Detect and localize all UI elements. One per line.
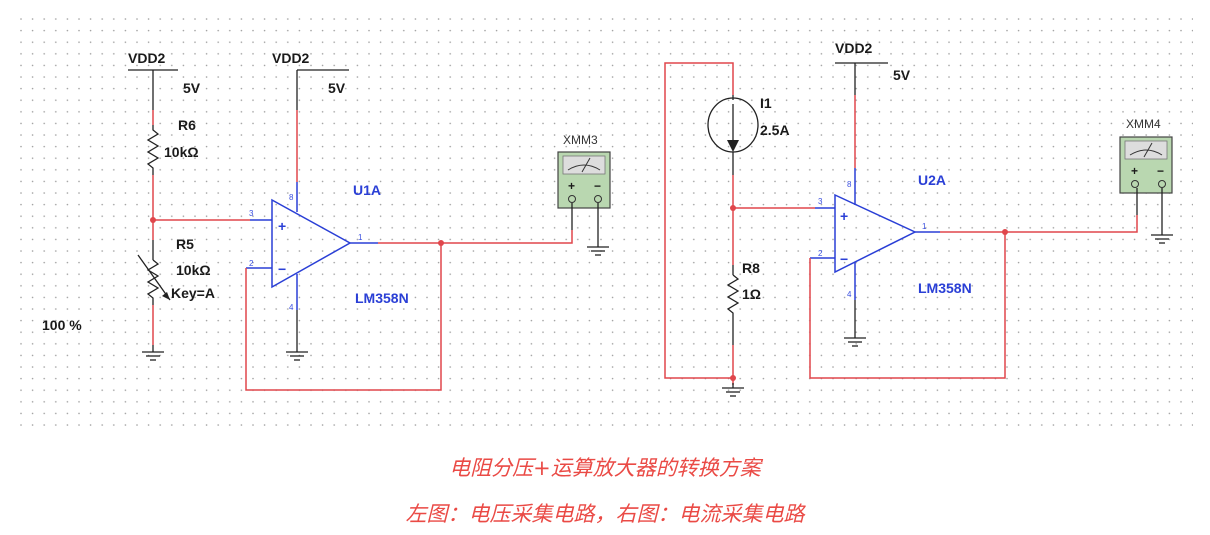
meter-label: XMM4 xyxy=(1126,117,1161,131)
r8-value: 1Ω xyxy=(742,286,761,302)
meter-label: XMM3 xyxy=(563,133,598,147)
vdd-label: VDD2 xyxy=(272,50,310,66)
multimeter-xmm3[interactable]: XMM3 + − xyxy=(557,133,611,247)
pin-label: 8 xyxy=(847,180,852,189)
minus-sign: − xyxy=(278,261,286,277)
vdd-label: VDD2 xyxy=(128,50,166,66)
junction-dot xyxy=(730,375,736,381)
vdd-source-r6: VDD2 5V xyxy=(128,50,201,110)
vdd-voltage: 5V xyxy=(328,80,346,96)
resistor-r8[interactable]: R8 1Ω xyxy=(726,260,761,345)
pin-label: 2 xyxy=(818,249,823,258)
pin-label: 1 xyxy=(358,233,363,242)
multimeter-xmm4[interactable]: XMM4 + − xyxy=(1119,117,1173,235)
pin-label: 3 xyxy=(818,197,823,206)
r8-label: R8 xyxy=(742,260,760,276)
meter-plus: + xyxy=(1131,164,1138,178)
opamp-ref: U2A xyxy=(918,172,946,188)
vdd-voltage: 5V xyxy=(893,67,911,83)
i1-value: 2.5A xyxy=(760,122,790,138)
caption-title: 电阻分压+运算放大器的转换方案 xyxy=(449,456,761,480)
potentiometer-r5[interactable]: R5 10kΩ Key=A xyxy=(137,236,215,305)
caption-subtitle: 左图：电压采集电路，右图：电流采集电路 xyxy=(405,502,805,526)
plus-sign: + xyxy=(840,208,848,224)
pin-label: 4 xyxy=(847,290,852,299)
opamp-part: LM358N xyxy=(355,290,409,306)
opamp-u1a[interactable]: + − 3 2 1 8 4 U1A LM358N xyxy=(246,182,409,312)
r5-value: 10kΩ xyxy=(176,262,211,278)
i1-label: I1 xyxy=(760,95,772,111)
r6-value: 10kΩ xyxy=(164,144,199,160)
meter-plus: + xyxy=(568,179,575,193)
pin-label: 2 xyxy=(249,259,254,268)
meter-minus: − xyxy=(594,179,601,193)
r6-label: R6 xyxy=(178,117,196,133)
plus-sign: + xyxy=(278,218,286,234)
current-source-i1[interactable]: I1 2.5A xyxy=(707,95,790,175)
opamp-ref: U1A xyxy=(353,182,381,198)
pot-setting: 100 % xyxy=(42,317,82,333)
pin-label: 3 xyxy=(249,209,254,218)
r5-key: Key=A xyxy=(171,285,215,301)
opamp-u2a[interactable]: + − 3 2 1 8 4 U2A LM358N xyxy=(810,168,972,300)
resistor-r6[interactable]: R6 10kΩ xyxy=(146,117,199,175)
right-circuit: I1 2.5A R8 1Ω VDD2 5V + − 3 xyxy=(664,40,1174,397)
vdd-voltage: 5V xyxy=(183,80,201,96)
left-circuit: VDD2 5V R6 10kΩ R5 10kΩ Key=A 100 % VDD2 xyxy=(42,50,611,391)
opamp-part: LM358N xyxy=(918,280,972,296)
minus-sign: − xyxy=(840,251,848,267)
meter-minus: − xyxy=(1157,164,1164,178)
vdd-label: VDD2 xyxy=(835,40,873,56)
grid-background xyxy=(18,16,1193,434)
r5-label: R5 xyxy=(176,236,194,252)
pin-label: 8 xyxy=(289,193,294,202)
pin-label: 4 xyxy=(289,303,294,312)
pin-label: 1 xyxy=(922,222,927,231)
